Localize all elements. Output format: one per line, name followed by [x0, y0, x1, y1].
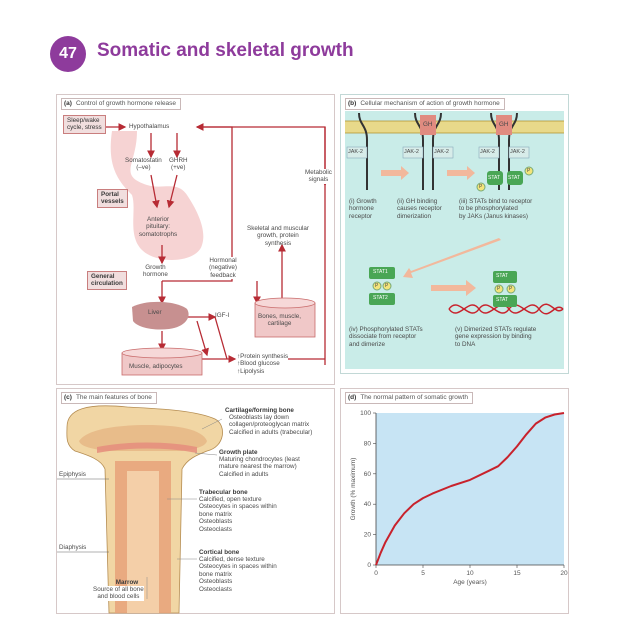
step-iv-caption: (iv) Phosphorylated STATs dissociate fro… [349, 326, 423, 348]
metabolic-signals-label: Metabolic signals [305, 169, 332, 184]
dna-helix [448, 303, 564, 315]
p-label-5: P [497, 286, 501, 292]
gh-block-1 [420, 115, 436, 135]
cortical-title: Cortical bone [199, 549, 240, 556]
x-axis-label: Age (years) [453, 579, 487, 586]
muscle-cylinder [121, 347, 203, 376]
plot-area [376, 413, 564, 565]
y-tick-label: 0 [367, 562, 371, 569]
x-tick-label: 15 [513, 570, 521, 577]
y-tick-label: 20 [364, 532, 372, 539]
cartilage-text: Osteoblasts lay down collagen/proteoglyc… [229, 414, 313, 436]
panel-d-growth-chart: (d)The normal pattern of somatic growth … [340, 388, 569, 614]
liver-shape [132, 301, 189, 330]
marrow-title: Marrow [115, 579, 139, 586]
panel-a-growth-hormone-control: (a)Control of growth hormone release [56, 94, 335, 385]
step-v-caption: (v) Dimerized STATs regulate gene expres… [455, 326, 537, 348]
step-ii-caption: (ii) GH binding causes receptor dimeriza… [397, 198, 442, 220]
p-label-1: P [479, 184, 483, 190]
p-label-3: P [375, 283, 379, 289]
stat-label-2: STAT [508, 175, 521, 181]
growth-hormone-label: Growth hormone [143, 264, 168, 279]
hypothalamus-label: Hypothalamus [129, 123, 170, 130]
growth-curve [375, 412, 565, 566]
y-tick-label: 60 [364, 471, 372, 478]
bones-label: Bones, muscle, cartilage [258, 313, 302, 328]
panel-b-diagram [345, 111, 564, 369]
jak-label-3: JAK-2 [434, 149, 449, 155]
cortical-text: Calcified, dense texture Osteocytes in s… [199, 556, 277, 593]
stat-label-v2: STAT [496, 297, 509, 303]
x-tick-label: 10 [466, 570, 474, 577]
somatostatin-label: Somatostatin (–ve) [125, 157, 162, 172]
anterior-pituitary-label: Anterior pituitary: somatotrophs [139, 216, 178, 238]
y-tick-label: 40 [364, 501, 372, 508]
jak-label-2: JAK-2 [404, 149, 419, 155]
jak-label-1: JAK-2 [348, 149, 363, 155]
panel-b-cellular-mechanism: (b)Cellular mechanism of action of growt… [340, 94, 569, 374]
y-tick-label: 80 [364, 440, 372, 447]
muscle-adipocytes-label: Muscle, adipocytes [129, 363, 183, 370]
panel-c-title: (c)The main features of bone [61, 392, 157, 404]
epiphysis-label: Epiphysis [59, 471, 86, 478]
igf-label: IGF-I [215, 312, 230, 319]
bones-cylinder [254, 297, 316, 338]
jak-label-4: JAK-2 [480, 149, 495, 155]
stat-label-1: STAT [488, 175, 501, 181]
liver-label: Liver [148, 309, 162, 316]
jak-label-5: JAK-2 [510, 149, 525, 155]
gh-label-2: GH [499, 121, 509, 128]
y-tick-label: 100 [360, 410, 371, 417]
p-label-2: P [527, 168, 531, 174]
marrow-text: Source of all bone and blood cells [93, 586, 144, 601]
cartilage-title: Cartilage/forming bone [225, 407, 294, 414]
y-axis-label: Growth (% maximum) [350, 458, 357, 521]
trabecular-text: Calcified, open texture Osteocytes in sp… [199, 496, 277, 533]
panel-a-title: (a)Control of growth hormone release [61, 98, 182, 110]
growth-plate-title: Growth plate [219, 449, 258, 456]
panel-b-title: (b)Cellular mechanism of action of growt… [345, 98, 505, 110]
chapter-number-badge: 47 [50, 36, 86, 72]
gh-label-1: GH [423, 121, 433, 128]
page-title: Somatic and skeletal growth [97, 40, 354, 61]
metabolic-effects-label: ↑Protein synthesis ↑Blood glucose ↑Lipol… [237, 353, 289, 376]
sleep-wake-box: Sleep/wake cycle, stress [63, 115, 106, 134]
general-circulation-box: General circulation [87, 271, 127, 290]
gh-block-2 [496, 115, 512, 135]
stat2-label-iv: STAT2 [373, 295, 388, 301]
portal-vessels-box: Portal vessels [97, 189, 128, 208]
trabecular-title: Trabecular bone [199, 489, 248, 496]
panel-d-title: (d)The normal pattern of somatic growth [345, 392, 473, 404]
step-i-caption: (i) Growth hormone receptor [349, 198, 377, 220]
p-label-6: P [509, 286, 513, 292]
stat-label-v1: STAT [496, 273, 509, 279]
diaphysis-label: Diaphysis [59, 544, 87, 551]
panel-c-bone-features: (c)The main features of bone Cartilage/f… [56, 388, 335, 614]
p-label-4: P [385, 283, 389, 289]
skeletal-growth-label: Skeletal and muscular growth, protein sy… [247, 225, 309, 247]
x-tick-label: 20 [560, 570, 568, 577]
x-tick-label: 5 [421, 570, 425, 577]
growth-plate-text: Maturing chondrocytes (least mature near… [219, 456, 300, 478]
hormonal-feedback-label: Hormonal (negative) feedback [209, 257, 238, 280]
stat1-label-iv: STAT1 [373, 269, 388, 275]
x-tick-label: 0 [374, 570, 378, 577]
step-iii-caption: (iii) STATs bind to receptor to be phosp… [459, 198, 533, 220]
ghrh-label: GHRH (+ve) [169, 157, 188, 172]
